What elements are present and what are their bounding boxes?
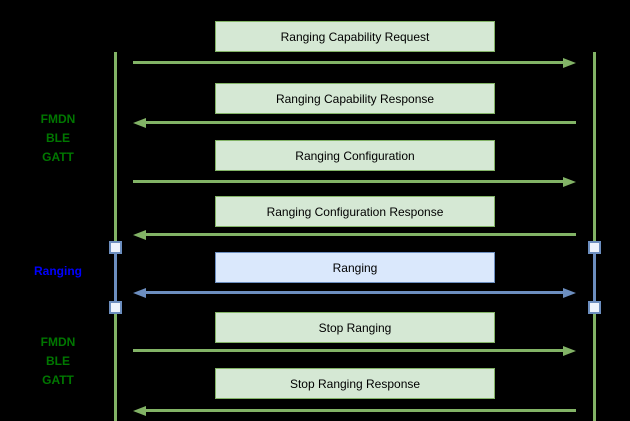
arrowhead-right-icon — [563, 288, 576, 298]
arrowhead-left-icon — [133, 406, 146, 416]
message-box-stop-ranging: Stop Ranging — [215, 312, 495, 343]
message-label: Ranging Capability Request — [280, 29, 430, 44]
message-arrow-right — [133, 58, 576, 68]
message-arrow-left — [133, 230, 576, 240]
arrow-shaft — [133, 349, 567, 352]
arrowhead-left-icon — [133, 118, 146, 128]
phase-label-line: BLE — [46, 354, 70, 368]
message-box-ranging-configuration-response: Ranging Configuration Response — [215, 196, 495, 227]
activation-endpoint-right-bottom — [588, 301, 601, 314]
lifeline-right — [593, 52, 596, 421]
arrow-shaft — [133, 180, 567, 183]
arrow-shaft — [142, 291, 567, 294]
phase-label-line: GATT — [42, 373, 74, 387]
message-label: Ranging Configuration — [295, 148, 415, 163]
message-box-ranging: Ranging — [215, 252, 495, 283]
message-box-ranging-capability-request: Ranging Capability Request — [215, 21, 495, 52]
activation-bar-right — [593, 247, 596, 308]
arrow-shaft — [133, 61, 567, 64]
message-box-stop-ranging-response: Stop Ranging Response — [215, 368, 495, 399]
arrow-shaft — [142, 121, 576, 124]
message-label: Ranging Capability Response — [275, 91, 435, 106]
arrowhead-left-icon — [133, 230, 146, 240]
message-arrow-left — [133, 406, 576, 416]
message-label: Ranging — [332, 260, 378, 275]
arrow-shaft — [142, 233, 576, 236]
message-label: Stop Ranging — [318, 320, 392, 335]
lifeline-left — [114, 52, 117, 421]
phase-label-line: GATT — [42, 150, 74, 164]
arrowhead-right-icon — [563, 177, 576, 187]
message-arrow-left — [133, 118, 576, 128]
phase-label-fmdn-ble-gatt-bottom: FMDN BLE GATT — [0, 333, 116, 390]
arrowhead-right-icon — [563, 346, 576, 356]
activation-bar-left — [114, 247, 117, 308]
phase-label-fmdn-ble-gatt-top: FMDN BLE GATT — [0, 110, 116, 167]
message-arrow-right — [133, 346, 576, 356]
message-arrow-bidirectional — [133, 288, 576, 298]
activation-endpoint-left-top — [109, 241, 122, 254]
message-label: Stop Ranging Response — [289, 376, 421, 391]
phase-label-line: FMDN — [40, 335, 76, 349]
activation-endpoint-left-bottom — [109, 301, 122, 314]
phase-label-line: BLE — [46, 131, 70, 145]
arrowhead-right-icon — [563, 58, 576, 68]
activation-endpoint-right-top — [588, 241, 601, 254]
message-label: Ranging Configuration Response — [266, 204, 444, 219]
phase-label-ranging: Ranging — [0, 262, 116, 281]
arrowhead-left-icon — [133, 288, 146, 298]
message-box-ranging-configuration: Ranging Configuration — [215, 140, 495, 171]
arrow-shaft — [142, 409, 576, 412]
message-box-ranging-capability-response: Ranging Capability Response — [215, 83, 495, 114]
message-arrow-right — [133, 177, 576, 187]
phase-label-line: FMDN — [40, 112, 76, 126]
phase-label-line: Ranging — [34, 264, 82, 278]
